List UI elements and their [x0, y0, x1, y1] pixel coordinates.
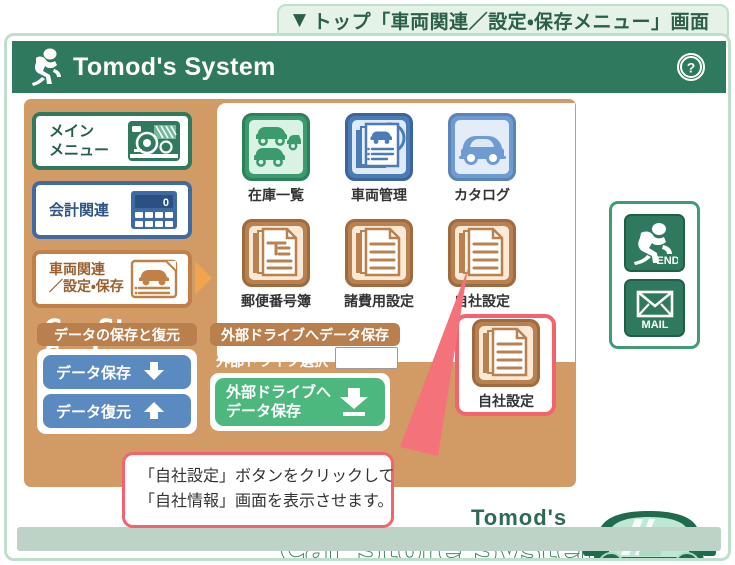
grid-tile — [345, 219, 413, 287]
sidebar-item-label: 車両関連 ／設定・保存 — [49, 261, 124, 296]
sidebar-item-vehicle-settings[interactable]: 車両関連 ／設定・保存 — [32, 250, 192, 308]
callout-line-1: 「自社設定」ボタンをクリックして — [139, 466, 395, 485]
svg-text:?: ? — [687, 60, 696, 76]
upload-arrow-icon — [144, 402, 165, 419]
grid-item-expense-settings[interactable]: 諸費用設定 — [333, 219, 425, 311]
grid-tile — [345, 113, 413, 181]
document-lines-icon — [479, 326, 533, 380]
grid-tile — [242, 219, 310, 287]
grid-tile — [472, 319, 540, 387]
workspace: Tomod's Car Store System SP — [12, 93, 726, 558]
drive-select-input[interactable] — [335, 347, 398, 369]
status-bar — [17, 527, 721, 551]
running-person-icon — [32, 48, 61, 86]
caption-text: トップ「車両関連／設定・保存メニュー」画面 — [312, 10, 710, 33]
download-arrow-icon — [144, 362, 165, 380]
calculator-icon: 0 — [131, 191, 177, 229]
brand-title: Tomod's System — [73, 52, 276, 81]
triangle-down-icon: ▼ — [293, 10, 307, 30]
callout-box: 「自社設定」ボタンをクリックして 「自社情報」画面を表示させます。 — [122, 452, 395, 528]
backup-section-title: データの保存と復元 — [37, 323, 197, 346]
external-drive-save-button[interactable]: 外部ドライブへ データ保存 — [215, 378, 385, 426]
external-save-label: 外部ドライブへ データ保存 — [226, 383, 332, 420]
grid-item-label: 車両管理 — [351, 188, 407, 204]
restore-data-button[interactable]: データ復元 — [43, 394, 191, 428]
grid-item-label: 郵便番号簿 — [241, 294, 311, 310]
svg-text:0: 0 — [163, 197, 169, 209]
sidebar-item-label: メイン メニュー — [49, 122, 110, 159]
caption-tab: ▼ トップ「車両関連／設定・保存メニュー」画面 — [277, 4, 729, 36]
grid-tile — [448, 219, 516, 287]
titlebar: Tomod's System ? — [12, 41, 726, 93]
grid-item-label: 在庫一覧 — [248, 188, 304, 204]
single-car-icon — [455, 120, 509, 174]
grid-item-inventory[interactable]: 在庫一覧 — [230, 113, 322, 205]
postal-document-icon — [249, 226, 303, 280]
sidebar-item-label: 会計関連 — [49, 200, 110, 219]
end-label: END — [656, 255, 678, 266]
grid-item-label: 自社設定 — [454, 294, 510, 310]
drive-select-label: 外部ドライブ選択 — [216, 354, 328, 370]
sidebar-item-accounting[interactable]: 会計関連 0 — [32, 181, 192, 239]
grid-item-label: 諸費用設定 — [344, 294, 414, 310]
car-document-icon — [130, 259, 178, 299]
mail-button[interactable]: MAIL — [624, 279, 685, 337]
vehicle-menu-panel: Car Store System SP メイン メニュー — [24, 99, 576, 487]
active-nav-arrow-icon — [195, 261, 212, 295]
callout-line-2: 「自社情報」画面を表示させます。 — [139, 490, 394, 510]
external-drive-section-title: 外部ドライブへデータ保存 — [210, 323, 400, 346]
save-data-button[interactable]: データ保存 — [43, 355, 191, 389]
grid-item-postal-code-book[interactable]: 郵便番号簿 — [230, 219, 322, 311]
sidebar-item-main-menu[interactable]: メイン メニュー — [32, 112, 192, 170]
grid-item-vehicle-management[interactable]: 車両管理 — [333, 113, 425, 205]
running-person-icon: END — [633, 223, 678, 266]
multiple-cars-icon — [249, 120, 303, 174]
question-mark-circle-icon[interactable]: ? — [676, 52, 706, 82]
download-arrow-icon — [340, 388, 369, 416]
save-data-label: データ保存 — [56, 363, 132, 382]
document-lines-icon — [455, 226, 509, 280]
restore-data-label: データ復元 — [56, 402, 132, 421]
grid-tile — [242, 113, 310, 181]
action-button-card: END MAIL — [609, 201, 700, 349]
end-button[interactable]: END — [624, 214, 685, 272]
car-dashboard-icon — [128, 121, 180, 161]
document-lines-icon — [352, 226, 406, 280]
grid-item-label: カタログ — [454, 188, 510, 204]
grid-item-company-settings[interactable]: 自社設定 — [436, 219, 528, 311]
car-documents-stack-icon — [352, 120, 406, 174]
grid-item-company-settings-overlay[interactable]: 自社設定 — [460, 319, 552, 411]
mail-label: MAIL — [641, 319, 668, 331]
grid-item-label: 自社設定 — [478, 394, 534, 410]
envelope-icon: MAIL — [636, 290, 673, 331]
grid-tile — [448, 113, 516, 181]
grid-item-catalog[interactable]: カタログ — [436, 113, 528, 205]
